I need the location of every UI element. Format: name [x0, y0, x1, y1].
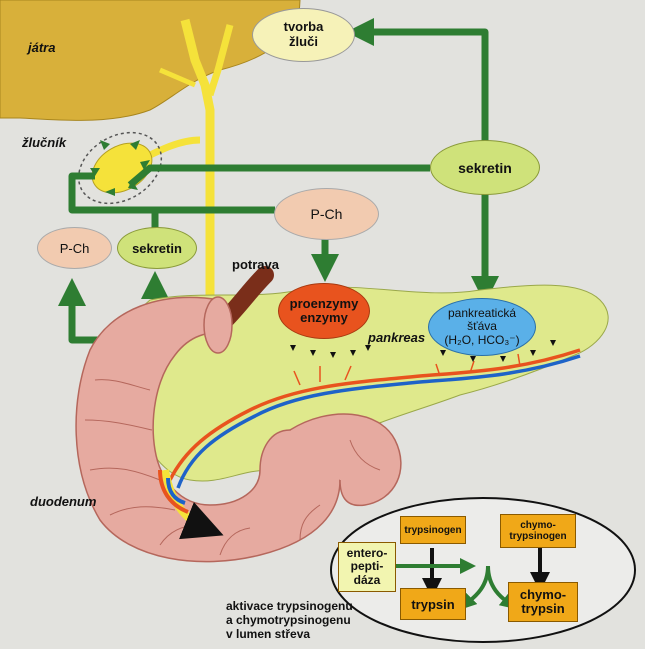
secretin-left-label: sekretin	[132, 240, 182, 256]
bile-production-line1: tvorba	[283, 19, 324, 35]
caption-line2: a chymotrypsinogenu	[226, 612, 351, 627]
gallbladder-outline	[77, 131, 163, 205]
pylorus	[203, 296, 233, 354]
juice-line2: šťáva	[467, 319, 497, 334]
pch-top-label: P-Ch	[310, 206, 343, 222]
chymotrypsinogen-line1: chymo-	[520, 520, 556, 531]
liver-shape	[0, 0, 301, 121]
duodenum-label: duodenum	[30, 494, 97, 509]
pch-left-node: P-Ch	[37, 227, 112, 269]
chymotrypsin-line1: chymo-	[519, 586, 567, 602]
bile-production-line2: žluči	[289, 34, 318, 49]
juice-line3: (H₂O, HCO₃⁻)	[444, 332, 520, 347]
caption-line3: v lumen střeva	[226, 626, 311, 641]
proenzymes-line2: enzymy	[300, 310, 348, 325]
pancreatic-juice-node: pankreatická šťáva (H₂O, HCO₃⁻)	[428, 298, 536, 356]
green-arrows	[58, 17, 499, 344]
secretin-main-label: sekretin	[458, 159, 512, 176]
gallbladder-contraction-marks	[90, 140, 150, 196]
pch-left-label: P-Ch	[59, 240, 90, 256]
proenzymes-node: proenzymy enzymy	[278, 283, 370, 339]
inset-arrows	[396, 548, 550, 610]
enteropeptidase-line3: dáza	[353, 572, 381, 587]
bile-production-node: tvorba žluči	[252, 8, 355, 62]
bile-duct-branch	[206, 24, 234, 97]
duodenum-folds	[84, 379, 381, 556]
trypsinogen-box: trypsinogen	[400, 516, 466, 544]
trypsin-label: trypsin	[411, 596, 455, 612]
caption-line1: aktivace trypsinogenu	[226, 599, 353, 613]
proenzymes-line1: proenzymy	[289, 295, 359, 311]
chymotrypsinogen-line2: trypsinogen	[509, 531, 567, 542]
secretion-markers	[290, 340, 556, 362]
bile-duct-branch-2	[159, 67, 196, 88]
secretin-left-node: sekretin	[117, 227, 197, 269]
gallbladder-label: žlučník	[22, 135, 67, 150]
chymotrypsin-box: chymo- trypsin	[508, 582, 578, 622]
inset-caption: aktivace trypsinogenu a chymotrypsinogen…	[226, 599, 353, 641]
trypsin-box: trypsin	[400, 588, 466, 620]
enteropeptidase-line1: entero-	[346, 546, 388, 561]
enzyme-flow-arrow	[158, 469, 189, 514]
duct-branches	[293, 353, 521, 386]
bile-duct	[180, 18, 215, 470]
enteropeptidase-line2: pepti-	[350, 559, 384, 574]
chymotrypsinogen-box: chymo- trypsinogen	[500, 514, 576, 548]
secretin-main-node: sekretin	[430, 140, 540, 195]
duodenum-lower-loop	[289, 413, 402, 507]
trypsinogen-label: trypsinogen	[404, 524, 462, 536]
pancreatic-duct-orange	[168, 348, 581, 481]
liver-label: játra	[28, 40, 56, 55]
juice-line1: pankreatická	[447, 306, 517, 321]
enteropeptidase-box: entero- pepti- dáza	[338, 542, 396, 592]
pancreatic-duct-blue	[176, 354, 581, 489]
pch-top-node: P-Ch	[274, 188, 379, 240]
juice-flow-arrow	[166, 477, 186, 505]
food-label: potrava	[232, 257, 279, 272]
pancreas-label: pankreas	[368, 330, 426, 345]
chymotrypsin-line2: trypsin	[521, 601, 565, 616]
